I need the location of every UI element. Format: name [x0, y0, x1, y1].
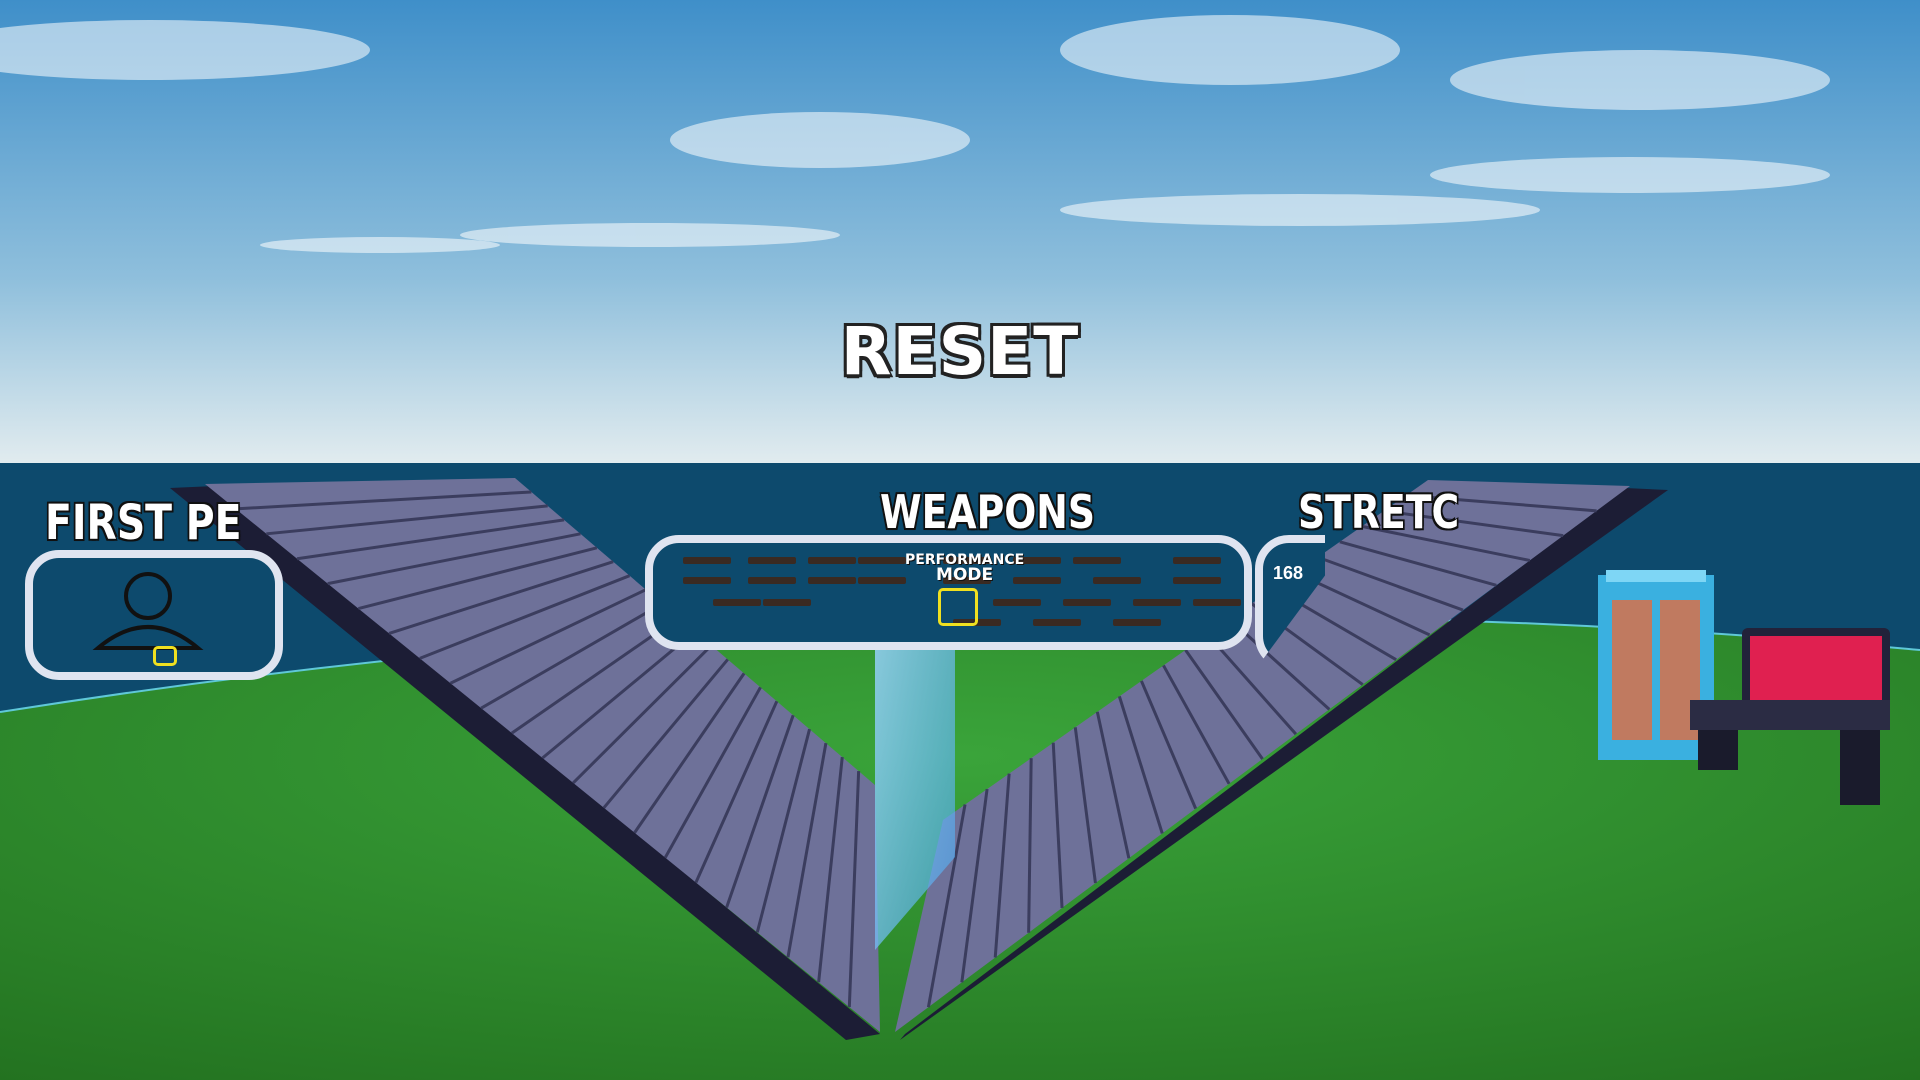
weapon-icon[interactable]: [1013, 577, 1061, 584]
step-edge: [1361, 524, 1531, 562]
step-edge: [755, 728, 811, 933]
step-edge: [725, 714, 795, 908]
step-edge: [1095, 711, 1131, 859]
weapon-icon[interactable]: [1173, 557, 1221, 564]
weapon-icon[interactable]: [1033, 619, 1081, 626]
step-edge: [449, 588, 647, 685]
weapon-desk: [1690, 628, 1890, 805]
step-edge: [1073, 727, 1097, 884]
step-edge: [358, 546, 598, 610]
step-edge: [663, 686, 762, 859]
weapon-icon[interactable]: [1093, 577, 1141, 584]
performance-mode-selector[interactable]: [938, 588, 978, 626]
step-edge: [510, 616, 680, 735]
step-edge: [1383, 509, 1564, 538]
weapon-icon[interactable]: [943, 577, 991, 584]
step-edge: [1051, 742, 1064, 908]
phone-booth: [1598, 570, 1714, 760]
step-edge: [572, 644, 713, 784]
weapon-icon[interactable]: [1133, 599, 1181, 606]
step-edge: [1184, 649, 1264, 760]
step-edge: [1027, 758, 1033, 933]
left-staircase: [170, 478, 880, 1040]
step-edge: [541, 630, 696, 760]
step-edge: [480, 602, 664, 710]
weapon-icon[interactable]: [943, 557, 991, 564]
weapon-icon[interactable]: [858, 557, 906, 564]
step-edge: [388, 560, 614, 635]
weapon-icon[interactable]: [683, 577, 731, 584]
weapon-icon[interactable]: [1173, 577, 1221, 584]
first-person-sign: FIRST PE: [45, 495, 242, 551]
step-edge: [1140, 680, 1198, 810]
weapon-icon[interactable]: [808, 557, 856, 564]
right-staircase: [895, 480, 1668, 1040]
weapon-icon[interactable]: [1063, 599, 1111, 606]
step-edge: [847, 770, 861, 1008]
step-edge: [817, 756, 844, 983]
step-edge: [266, 504, 548, 536]
weapon-icon[interactable]: [1193, 599, 1241, 606]
step-edge: [296, 518, 565, 561]
reset-button[interactable]: RESET: [840, 312, 1080, 390]
weapon-icon[interactable]: [763, 599, 811, 606]
person-icon: [92, 572, 204, 650]
step-edge: [926, 804, 967, 1008]
step-edge: [602, 658, 729, 809]
weapon-icon[interactable]: [748, 557, 796, 564]
weapon-icon[interactable]: [1013, 557, 1061, 564]
step-edge: [1317, 555, 1464, 612]
weapons-panel: [645, 535, 1252, 650]
clouds: [0, 15, 1830, 253]
step-edge: [327, 532, 581, 586]
weapon-icon[interactable]: [1113, 619, 1161, 626]
step-edge: [419, 574, 631, 660]
stretched-sign: STRETC: [1298, 485, 1460, 539]
step-edge: [786, 742, 828, 958]
step-edge: [1206, 633, 1298, 736]
step-edge: [1117, 695, 1164, 834]
first-person-panel: [25, 550, 283, 680]
step-edge: [960, 788, 989, 983]
weapon-icon[interactable]: [1073, 557, 1121, 564]
step-edge: [993, 773, 1011, 958]
weapon-icon[interactable]: [713, 599, 761, 606]
weapons-sign: WEAPONS: [880, 485, 1096, 539]
weapon-icon[interactable]: [993, 599, 1041, 606]
step-edge: [1339, 540, 1497, 587]
weapon-icon[interactable]: [683, 557, 731, 564]
step-edge: [633, 672, 746, 834]
stretched-resolution: 168: [1273, 563, 1304, 583]
glass-wall: [875, 600, 955, 950]
step-edge: [1405, 493, 1597, 513]
weapon-icon[interactable]: [808, 577, 856, 584]
step-edge: [235, 490, 532, 511]
first-person-selector[interactable]: [153, 646, 177, 666]
weapon-icon[interactable]: [858, 577, 906, 584]
weapon-icon[interactable]: [748, 577, 796, 584]
step-edge: [1162, 664, 1231, 785]
step-edge: [694, 700, 779, 884]
